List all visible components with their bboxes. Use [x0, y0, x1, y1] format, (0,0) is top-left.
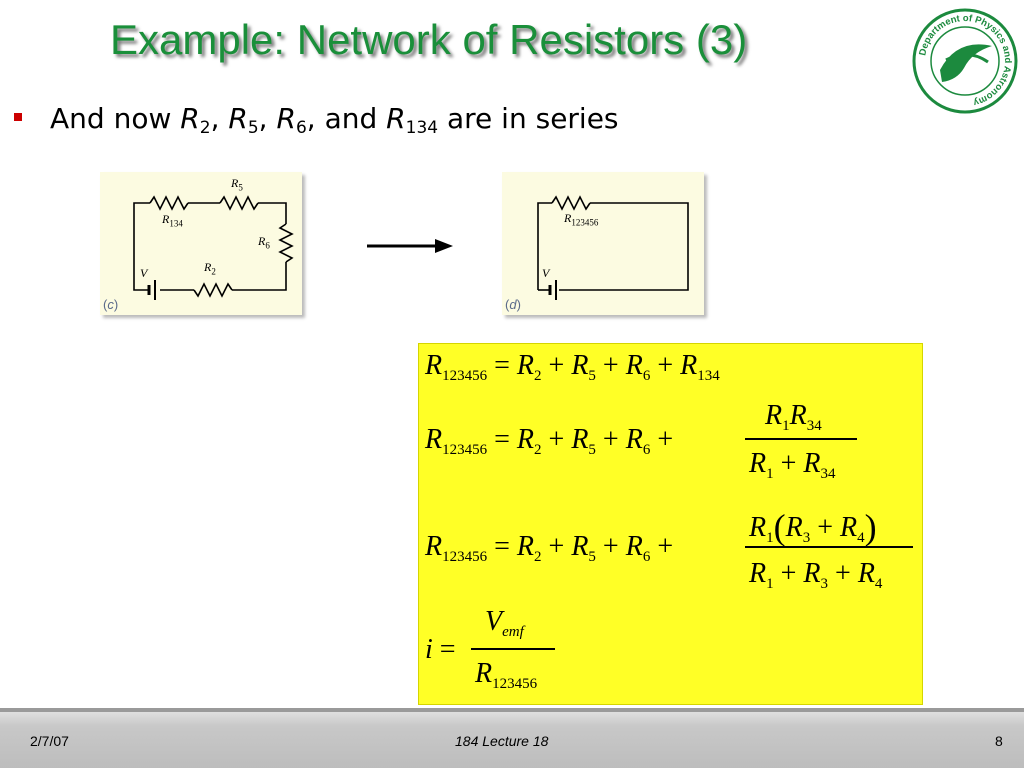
bullet-marker: [14, 113, 22, 121]
label-r134: R134: [162, 212, 183, 229]
label-r2: R2: [204, 260, 216, 277]
eq4-numerator: Vemf: [485, 606, 524, 640]
label-r123456: R123456: [564, 211, 599, 228]
equation-2: R123456 = R2 + R5 + R6 +: [425, 424, 674, 458]
panel-c-tag: (c): [103, 297, 119, 312]
equation-4: i =: [425, 634, 456, 665]
footer-page-number: 8: [995, 733, 1003, 749]
equation-3: R123456 = R2 + R5 + R6 +: [425, 531, 674, 565]
panel-d-tag: (d): [505, 297, 521, 312]
eq4-denominator: R123456: [475, 658, 538, 692]
eq3-numerator: R1(R3 + R4): [749, 507, 877, 547]
eq2-fraction-bar: [745, 438, 857, 440]
eq3-fraction-bar: [745, 546, 913, 548]
label-v-d: V: [542, 266, 550, 280]
label-r5: R5: [231, 176, 243, 193]
eq4-fraction-bar: [471, 648, 555, 650]
label-v: V: [140, 266, 148, 280]
circuit-diagram-d: R123456 V (d): [502, 172, 704, 315]
department-logo: Department of Physics and Astronomy: [912, 8, 1018, 114]
label-r6: R6: [258, 234, 270, 251]
eq2-denominator: R1 + R34: [749, 448, 836, 482]
footer-date: 2/7/07: [30, 733, 69, 749]
circuit-diagram-c: R5 R134 R6 R2 V (c): [100, 172, 302, 315]
equation-1: R123456 = R2 + R5 + R6 + R134: [425, 350, 720, 384]
bullet-text: And now R2, R5, R6, and R134 are in seri…: [50, 102, 619, 138]
eq3-denominator: R1 + R3 + R4: [749, 558, 883, 592]
slide-title: Example: Network of Resistors (3): [110, 16, 748, 63]
footer-bar: [0, 708, 1024, 768]
footer-divider: [0, 708, 1024, 712]
right-arrow-icon: [367, 239, 453, 253]
eq2-numerator: R1R34: [765, 400, 822, 434]
footer-lecture: 184 Lecture 18: [455, 733, 549, 749]
equation-box: R123456 = R2 + R5 + R6 + R134 R123456 = …: [418, 343, 923, 705]
